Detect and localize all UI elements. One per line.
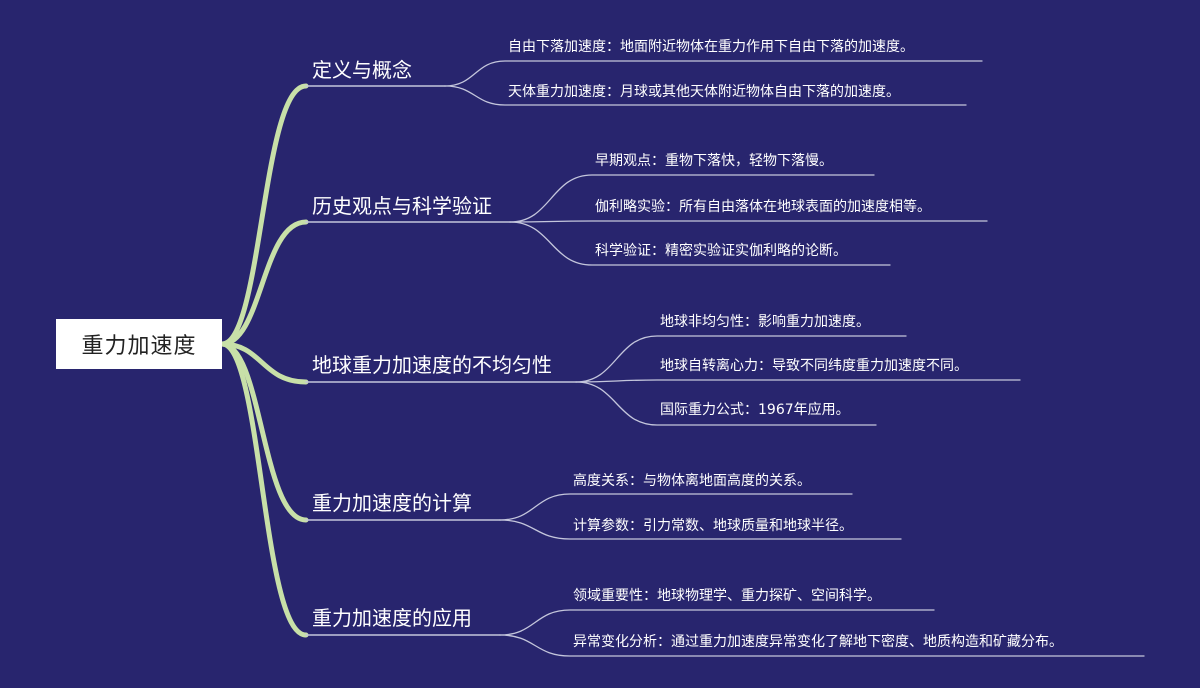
branch-0-label[interactable]: 定义与概念 (312, 58, 412, 82)
branch-4-label[interactable]: 重力加速度的应用 (312, 606, 472, 630)
branch-1-leaf-2[interactable]: 科学验证：精密实验证实伽利略的论断。 (595, 243, 847, 259)
branch-4-leaf-1[interactable]: 异常变化分析：通过重力加速度异常变化了解地下密度、地质构造和矿藏分布。 (573, 634, 1063, 650)
branch-2-leaf-0-connector (575, 335, 907, 383)
branch-0-leaf-1[interactable]: 天体重力加速度：月球或其他天体附近物体自由下落的加速度。 (508, 84, 900, 100)
branch-2-leaf-1[interactable]: 地球自转离心力：导致不同纬度重力加速度不同。 (660, 358, 968, 374)
branch-2-leaf-0[interactable]: 地球非均匀性：影响重力加速度。 (660, 314, 870, 330)
branch-1-leaf-2-connector (509, 221, 891, 266)
trunk-link-1 (219, 219, 309, 347)
branch-1-leaf-0[interactable]: 早期观点：重物下落快，轻物下落慢。 (595, 153, 833, 169)
branch-4-leaf-0[interactable]: 领域重要性：地球物理学、重力探矿、空间科学。 (573, 588, 881, 604)
branch-2-leaf-2[interactable]: 国际重力公式：1967年应用。 (660, 402, 850, 418)
branch-3-leaf-0-connector (499, 493, 853, 521)
branch-1-leaf-1[interactable]: 伽利略实验：所有自由落体在地球表面的加速度相等。 (595, 199, 931, 215)
branch-1-leaf-0-connector (509, 174, 875, 223)
trunk-link-2 (219, 341, 309, 385)
branch-4-leaf-1-connector (499, 634, 1145, 657)
branch-1-label[interactable]: 历史观点与科学验证 (312, 194, 492, 218)
branch-2-leaf-1-connector (575, 379, 1021, 383)
branch-3-label[interactable]: 重力加速度的计算 (312, 491, 472, 515)
branch-1-leaf-1-connector (509, 220, 988, 223)
trunk-link-4 (219, 341, 309, 638)
branch-3-leaf-1[interactable]: 计算参数：引力常数、地球质量和地球半径。 (573, 518, 853, 534)
branch-4-leaf-0-connector (499, 609, 935, 636)
branch-0-leaf-1-connector (444, 85, 967, 106)
trunk-link-0 (219, 83, 309, 347)
branch-0-leaf-0-connector (444, 60, 983, 87)
branch-2-leaf-2-connector (575, 381, 877, 426)
branch-3-leaf-1-connector (499, 519, 902, 540)
branch-3-leaf-0[interactable]: 高度关系：与物体离地面高度的关系。 (573, 473, 811, 489)
root-node[interactable]: 重力加速度 (56, 319, 222, 369)
branch-0-leaf-0[interactable]: 自由下落加速度：地面附近物体在重力作用下自由下落的加速度。 (508, 39, 914, 55)
branch-2-label[interactable]: 地球重力加速度的不均匀性 (312, 353, 552, 377)
trunk-link-3 (219, 341, 309, 523)
root-label: 重力加速度 (81, 334, 197, 359)
